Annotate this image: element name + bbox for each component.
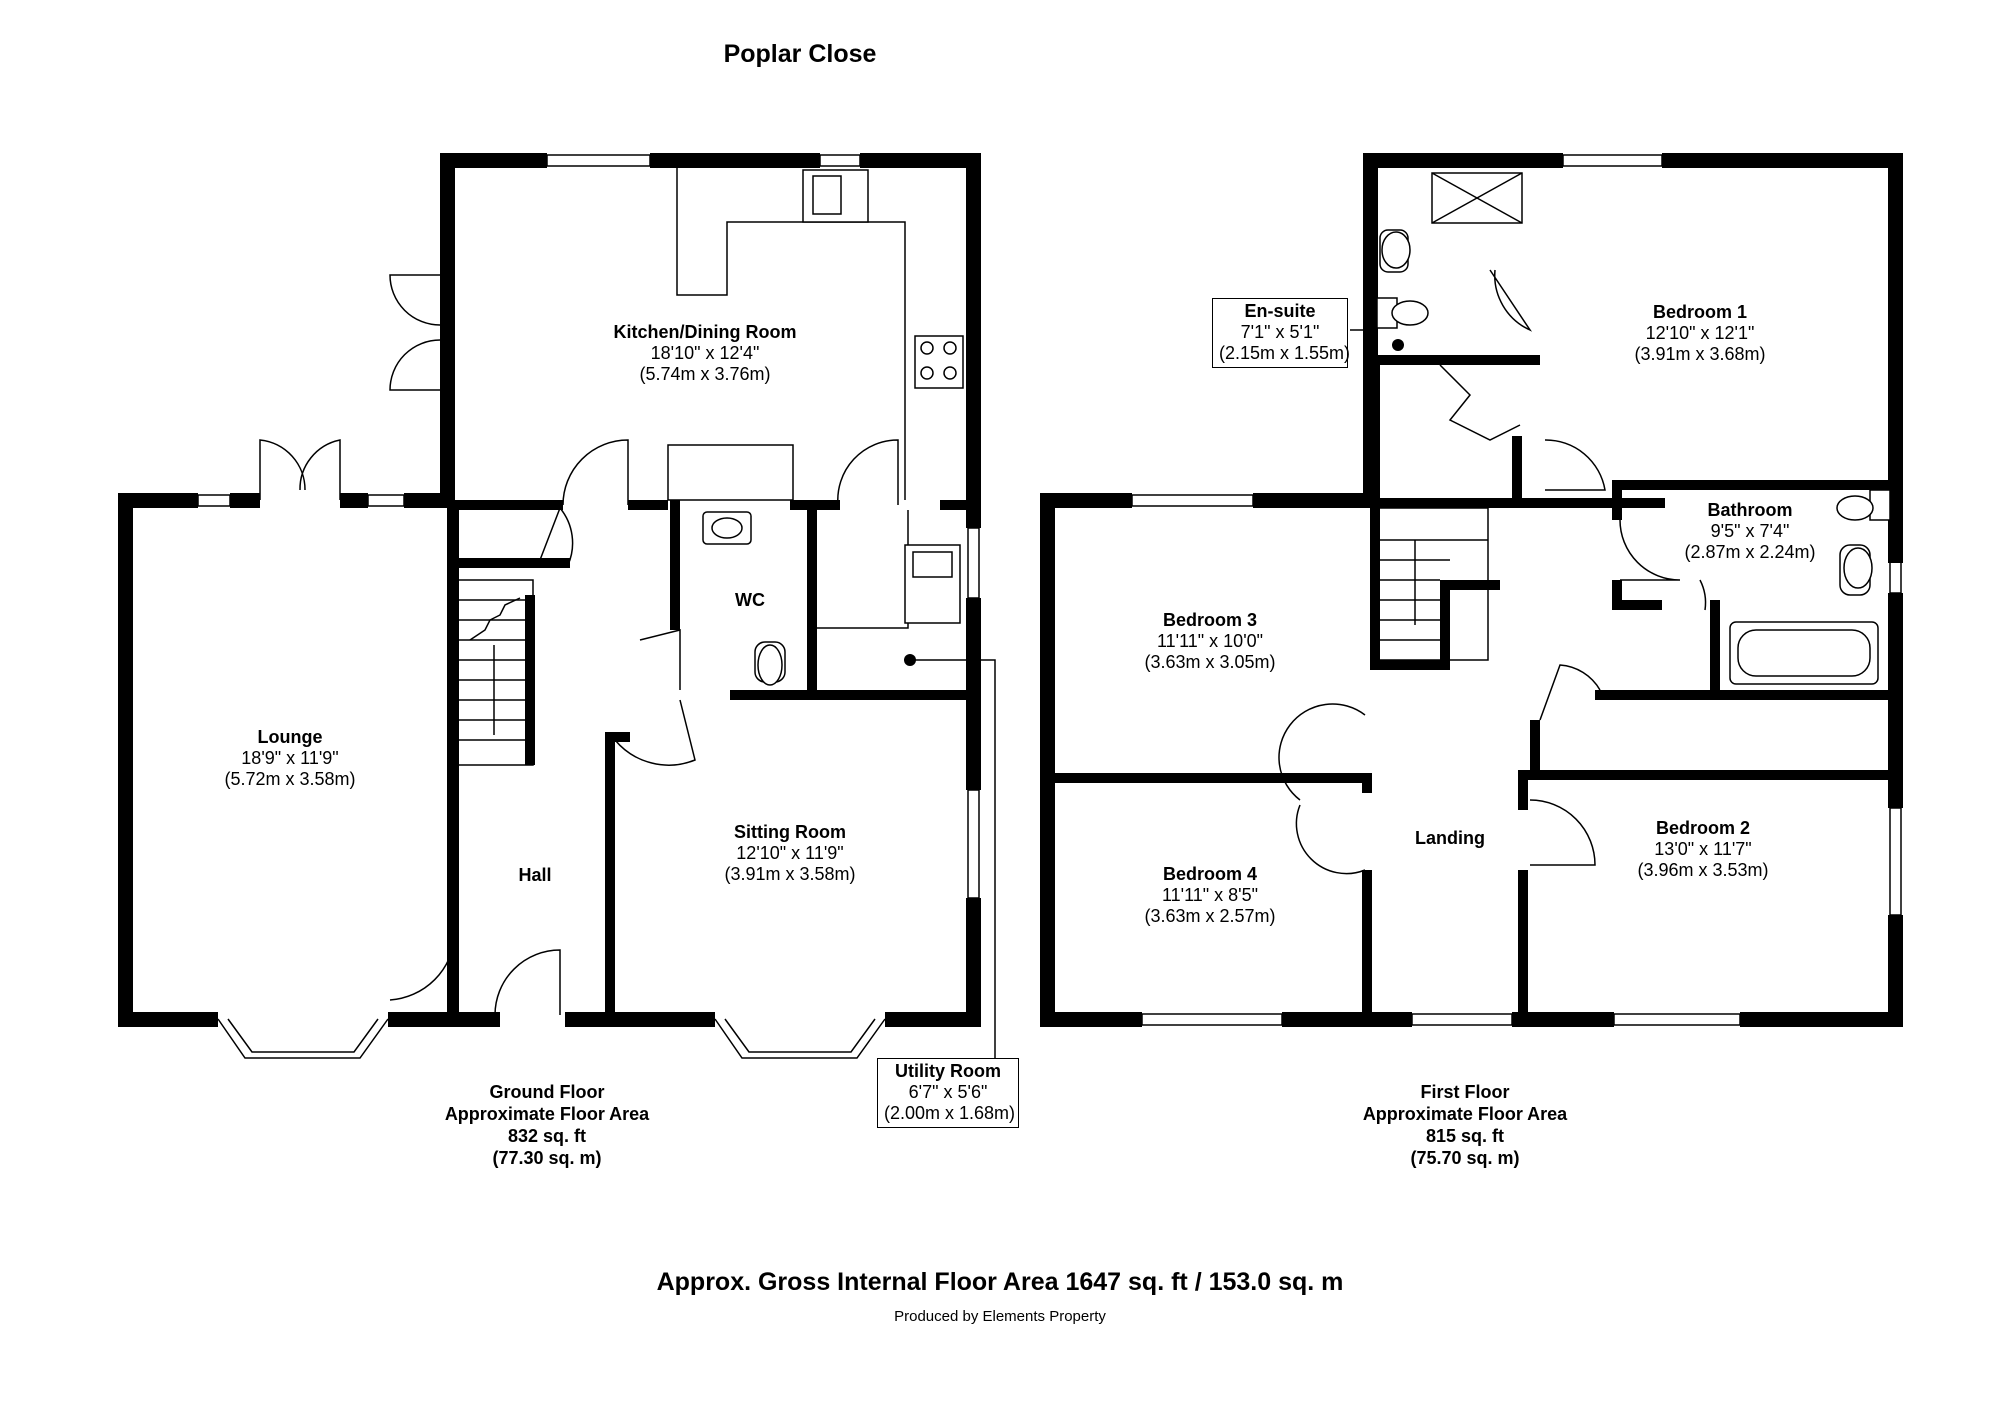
room-size: 11'11" x 8'5" xyxy=(1161,885,1259,906)
credit-text: Produced by Elements Property xyxy=(894,1308,1106,1325)
room-size: 6'7" x 5'6" xyxy=(908,1082,988,1103)
room-name: Utility Room xyxy=(895,1061,1001,1081)
ground-floor-area: Ground Floor Approximate Floor Area 832 … xyxy=(427,1082,667,1170)
room-size: 7'1" x 5'1" xyxy=(1240,322,1320,343)
room-name: Bedroom 2 xyxy=(1655,818,1751,838)
room-size: 12'10" x 11'9" xyxy=(736,843,844,864)
room-size-metric: (2.15m x 1.55m) xyxy=(1219,343,1351,364)
room-label-bedroom2: Bedroom 2 13'0" x 11'7" (3.96m x 3.53m) xyxy=(1603,818,1803,882)
room-label-bedroom4: Bedroom 4 11'11" x 8'5" (3.63m x 2.57m) xyxy=(1110,864,1310,928)
first-floor-area: First Floor Approximate Floor Area 815 s… xyxy=(1345,1082,1585,1170)
room-name: Bathroom xyxy=(1707,500,1793,520)
room-label-hall: Hall xyxy=(505,865,565,886)
room-size: 11'11" x 10'0" xyxy=(1156,631,1264,652)
ground-floor-sqm: (77.30 sq. m) xyxy=(492,1147,602,1168)
room-size-metric: (2.87m x 2.24m) xyxy=(1684,542,1816,563)
room-name: Landing xyxy=(1415,828,1485,848)
room-name: Lounge xyxy=(257,727,323,747)
room-name: En-suite xyxy=(1244,301,1316,321)
ground-floor-sqft: 832 sq. ft xyxy=(507,1125,587,1146)
room-label-wc: WC xyxy=(720,590,780,611)
room-name: Bedroom 1 xyxy=(1652,302,1748,322)
room-name: Sitting Room xyxy=(734,822,846,842)
room-label-kitchen: Kitchen/Dining Room 18'10" x 12'4" (5.74… xyxy=(585,322,825,386)
room-label-lounge: Lounge 18'9" x 11'9" (5.72m x 3.58m) xyxy=(190,727,390,791)
room-size-metric: (3.96m x 3.53m) xyxy=(1637,860,1769,881)
first-floor-subtitle: Approximate Floor Area xyxy=(1362,1103,1568,1124)
room-label-bedroom3: Bedroom 3 11'11" x 10'0" (3.63m x 3.05m) xyxy=(1110,610,1310,674)
room-size-metric: (2.00m x 1.68m) xyxy=(884,1103,1016,1124)
room-size-metric: (3.91m x 3.68m) xyxy=(1634,344,1766,365)
room-size-metric: (3.63m x 3.05m) xyxy=(1144,652,1276,673)
room-label-utility: Utility Room 6'7" x 5'6" (2.00m x 1.68m) xyxy=(877,1058,1019,1128)
first-floor-sqft: 815 sq. ft xyxy=(1425,1125,1505,1146)
room-label-sitting: Sitting Room 12'10" x 11'9" (3.91m x 3.5… xyxy=(690,822,890,886)
room-size-metric: (3.63m x 2.57m) xyxy=(1144,906,1276,927)
room-name: WC xyxy=(735,590,765,610)
room-size: 12'10" x 12'1" xyxy=(1645,323,1755,344)
room-label-bedroom1: Bedroom 1 12'10" x 12'1" (3.91m x 3.68m) xyxy=(1600,302,1800,366)
room-name: Bedroom 4 xyxy=(1162,864,1258,884)
room-size: 18'10" x 12'4" xyxy=(650,343,760,364)
first-floor-sqm: (75.70 sq. m) xyxy=(1410,1147,1520,1168)
room-size-metric: (3.91m x 3.58m) xyxy=(724,864,856,885)
room-size-metric: (5.74m x 3.76m) xyxy=(639,364,771,385)
room-label-landing: Landing xyxy=(1400,828,1500,849)
room-size: 13'0" x 11'7" xyxy=(1654,839,1752,860)
first-floor-title: First Floor xyxy=(1420,1082,1510,1102)
room-label-ensuite: En-suite 7'1" x 5'1" (2.15m x 1.55m) xyxy=(1212,298,1351,368)
room-name: Bedroom 3 xyxy=(1162,610,1258,630)
page-title: Poplar Close xyxy=(723,40,877,68)
room-size-metric: (5.72m x 3.58m) xyxy=(224,769,356,790)
room-size: 9'5" x 7'4" xyxy=(1710,521,1790,542)
room-name: Hall xyxy=(518,865,552,885)
room-name: Kitchen/Dining Room xyxy=(613,322,797,342)
gross-floor-area: Approx. Gross Internal Floor Area 1647 s… xyxy=(656,1268,1344,1296)
room-size: 18'9" x 11'9" xyxy=(241,748,339,769)
ground-floor-subtitle: Approximate Floor Area xyxy=(444,1103,650,1124)
ground-floor-title: Ground Floor xyxy=(489,1082,605,1102)
room-label-bathroom: Bathroom 9'5" x 7'4" (2.87m x 2.24m) xyxy=(1650,500,1850,564)
